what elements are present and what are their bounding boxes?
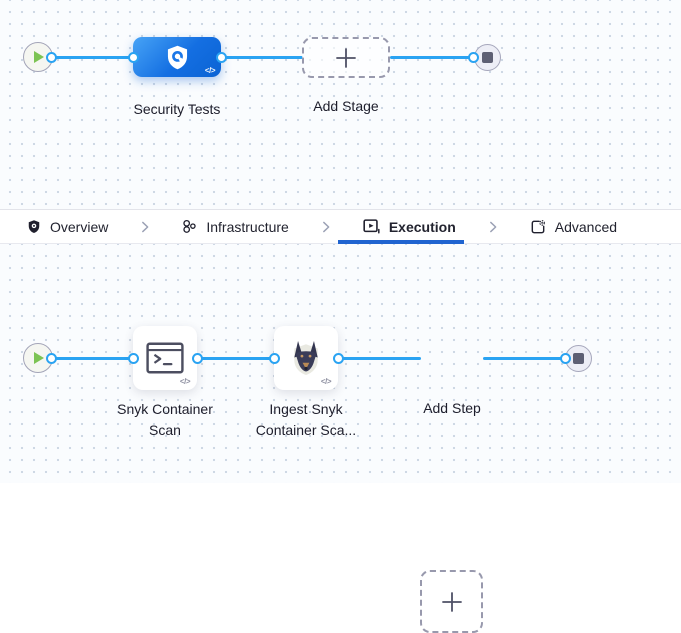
chevron-right-icon bbox=[138, 220, 152, 234]
add-step-button[interactable] bbox=[420, 570, 483, 633]
connector-dot[interactable] bbox=[215, 51, 227, 63]
connector-line bbox=[51, 356, 134, 360]
connector-dot[interactable] bbox=[45, 51, 57, 63]
chevron-right-icon bbox=[319, 220, 333, 234]
code-badge: </> bbox=[320, 377, 332, 386]
connector-dot[interactable] bbox=[268, 352, 280, 364]
stage-label: Security Tests bbox=[133, 101, 221, 117]
tab-advanced[interactable]: Advanced bbox=[530, 210, 617, 243]
add-stage-button[interactable] bbox=[302, 37, 390, 78]
execution-icon bbox=[363, 219, 380, 234]
connector-dot[interactable] bbox=[191, 352, 203, 364]
infrastructure-icon bbox=[183, 219, 197, 233]
stage-canvas[interactable]: </> Security Tests Add Stage bbox=[0, 0, 681, 209]
code-badge: </> bbox=[204, 66, 216, 75]
connector-line bbox=[51, 55, 133, 59]
advanced-icon bbox=[531, 219, 545, 233]
stage-config-tabbar: Overview Infrastructure Execution Adva bbox=[0, 209, 681, 244]
play-icon bbox=[34, 51, 44, 63]
connector-line bbox=[221, 55, 303, 59]
terminal-icon bbox=[146, 342, 184, 374]
tab-overview[interactable]: Overview bbox=[27, 210, 108, 243]
tab-infrastructure[interactable]: Infrastructure bbox=[182, 210, 289, 243]
play-icon bbox=[34, 352, 44, 364]
code-badge: </> bbox=[179, 377, 191, 386]
plus-icon bbox=[336, 47, 356, 68]
step-snyk-container-scan[interactable]: </> bbox=[133, 326, 197, 390]
add-step-label: Add Step bbox=[423, 400, 481, 416]
shield-icon bbox=[28, 220, 40, 233]
tab-label: Advanced bbox=[554, 218, 618, 235]
stage-security-tests[interactable]: </> bbox=[133, 37, 221, 77]
connector-line bbox=[483, 356, 565, 360]
tab-label: Infrastructure bbox=[206, 218, 289, 235]
step-label: Ingest Snyk Container Sca... bbox=[255, 401, 357, 438]
connector-line bbox=[338, 356, 421, 360]
connector-dot[interactable] bbox=[127, 352, 139, 364]
connector-dot[interactable] bbox=[127, 51, 139, 63]
step-ingest-snyk[interactable]: </> bbox=[274, 326, 338, 390]
connector-dot[interactable] bbox=[467, 51, 479, 63]
connector-line bbox=[197, 356, 276, 360]
connector-dot[interactable] bbox=[332, 352, 344, 364]
tab-label: Overview bbox=[50, 218, 109, 235]
chevron-right-icon bbox=[486, 220, 500, 234]
connector-dot[interactable] bbox=[45, 352, 57, 364]
plus-icon bbox=[441, 591, 462, 612]
step-label: Snyk Container Scan bbox=[117, 401, 213, 438]
execution-canvas[interactable]: </> </> Snyk Container Scan Ingest Snyk … bbox=[0, 244, 681, 633]
stop-icon bbox=[573, 352, 584, 364]
tab-label: Execution bbox=[388, 218, 456, 235]
tab-execution[interactable]: Execution bbox=[337, 210, 464, 244]
stop-icon bbox=[481, 51, 493, 63]
connector-line bbox=[390, 55, 473, 59]
connector-dot[interactable] bbox=[559, 352, 571, 364]
snyk-dog-icon bbox=[294, 341, 318, 375]
add-stage-label: Add Stage bbox=[313, 98, 379, 114]
security-shield-icon bbox=[167, 45, 187, 69]
